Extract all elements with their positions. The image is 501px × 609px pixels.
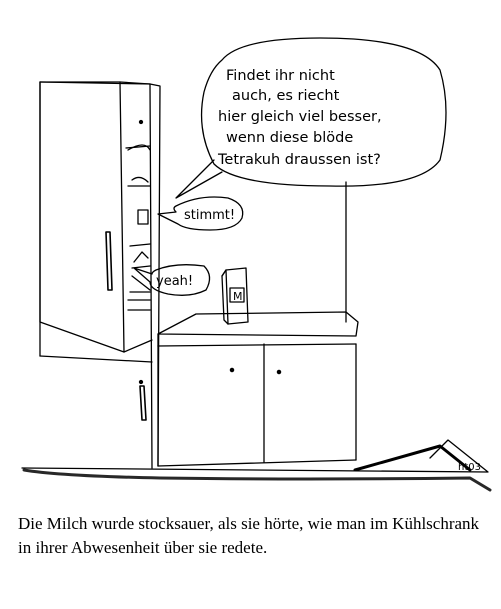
bubble-main-line5: Tetrakuh draussen ist?	[217, 152, 381, 168]
door-handle	[105, 231, 113, 291]
floor-shadow	[21, 439, 492, 492]
speech-bubble-stimmt: stimmt!	[157, 196, 244, 231]
lower-handle	[139, 385, 147, 421]
caption: Die Milch wurde stocksauer, als sie hört…	[18, 514, 480, 557]
bubble-main-line2: auch, es riecht	[232, 88, 340, 104]
comic-drawing: M Findet ihr nicht auch, es riecht hier …	[21, 37, 492, 492]
fridge-interior	[125, 144, 151, 311]
svg-text:Findet ihr nicht auch, e: Findet ihr nicht auch, es riecht hier gl…	[217, 68, 386, 168]
counter	[157, 311, 359, 467]
fridge-door	[39, 81, 153, 353]
speech-bubble-yeah: yeah!	[133, 264, 211, 296]
bubble-main-line4: wenn diese blöde	[226, 130, 353, 146]
bubble-main-line3: hier gleich viel besser,	[218, 109, 382, 125]
carton-label: M	[233, 290, 243, 303]
signature: ht03	[458, 462, 481, 473]
bubble-stimmt-text: stimmt!	[184, 208, 235, 223]
milk-carton: M	[221, 267, 249, 325]
speech-bubble-main: Findet ihr nicht auch, es riecht hier gl…	[175, 37, 447, 199]
bubble-main-line1: Findet ihr nicht	[226, 68, 335, 84]
fridge-lower	[39, 355, 153, 421]
bubble-yeah-text: yeah!	[156, 274, 193, 289]
